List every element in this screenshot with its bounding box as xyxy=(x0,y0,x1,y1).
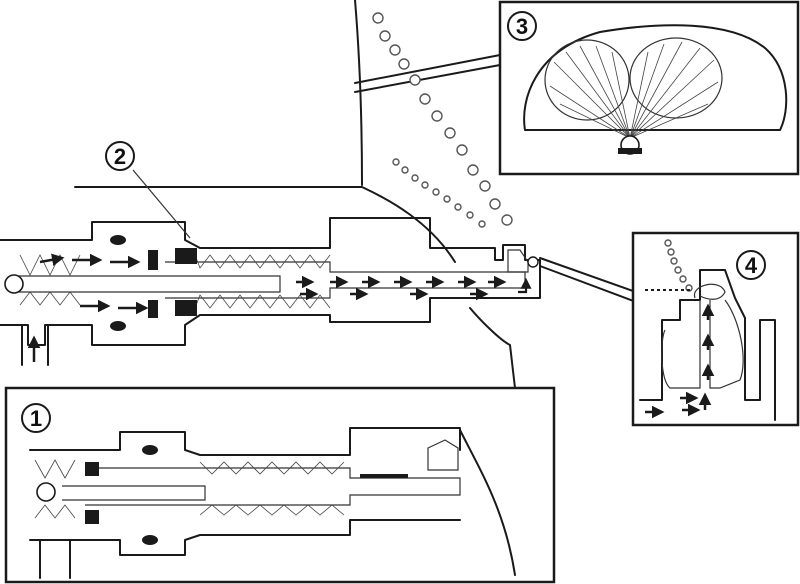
callout-3: 3 xyxy=(507,11,537,41)
oil-spray-jet xyxy=(372,12,513,228)
callout-2-leader xyxy=(132,169,191,239)
callout-3-label: 3 xyxy=(516,14,528,39)
callout-1: 1 xyxy=(21,403,51,433)
callout-2-label: 2 xyxy=(114,144,126,169)
detail-3-box xyxy=(498,0,800,176)
callout-1-label: 1 xyxy=(30,406,42,431)
nozzle-assembly-main xyxy=(0,217,541,366)
callout-2: 2 xyxy=(105,141,135,171)
callout-4: 4 xyxy=(736,250,766,280)
engine-outline xyxy=(74,0,516,389)
callout-4-label: 4 xyxy=(745,253,758,278)
detail-4-box xyxy=(631,231,800,427)
callout-4-leader-a xyxy=(539,257,637,293)
detail-1-box xyxy=(4,386,556,584)
callout-4-leader-b xyxy=(539,265,637,303)
